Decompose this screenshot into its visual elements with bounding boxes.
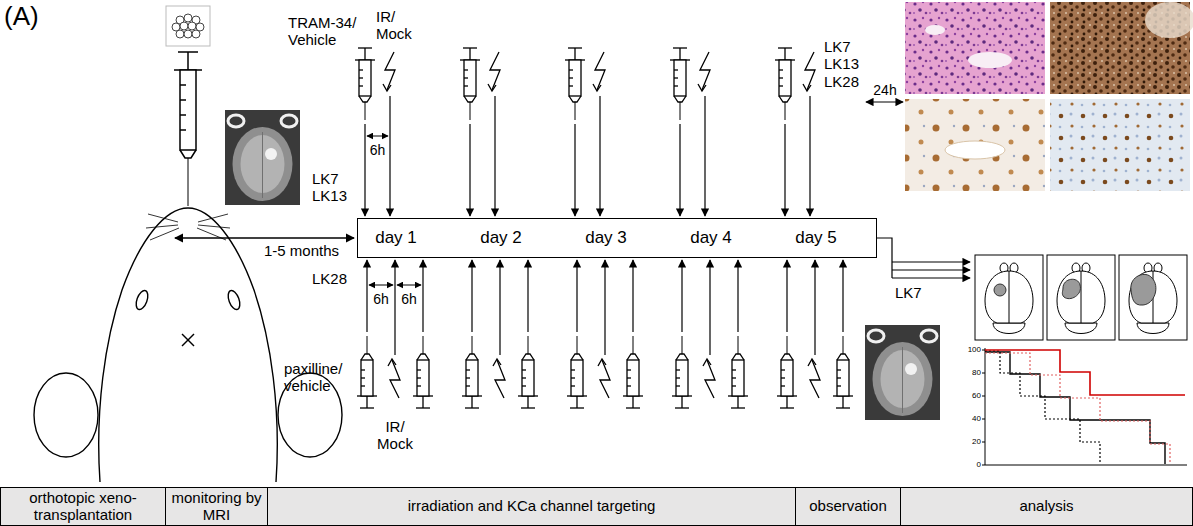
phase-cell: observation [795,487,901,526]
time-arrow [175,237,354,238]
axis-tick: 80 [972,368,981,377]
drug-label: paxilline/ vehicle [284,360,354,395]
mri-image [865,325,940,420]
time-label: 1-5 months [262,242,341,259]
phase-cell: irradiation and KCa channel targeting [267,487,796,526]
mri-image [225,110,300,205]
phase-cell: orthotopic xeno-transplantation [0,487,166,526]
phase-label: orthotopic xeno-transplantation [6,490,160,523]
mouse-head [34,208,342,482]
treatment-label: IR/ Mock [376,8,416,43]
time-label: 6h [401,291,417,307]
time-arrow [866,101,903,102]
axis-tick: 0 [977,460,981,469]
cell-cluster [166,6,210,46]
phase-cell: monitoring by MRI [165,487,268,526]
drug-label: TRAM-34/ Vehicle [288,14,360,49]
treatment-label: IR/ Mock [375,418,415,453]
time-label: 6h [370,142,386,158]
histology-images [905,2,1193,191]
treatment-arrows-top [355,48,815,216]
axis-tick: 20 [972,437,981,446]
survival-chart [982,348,1187,465]
phase-cell: analysis [900,487,1193,526]
injection-syringe [174,52,202,206]
timeline-box: day 1 day 2 day 3 day 4 day 5 [357,218,877,258]
treatment-arrows-bottom [357,260,853,408]
phase-label: monitoring by MRI [171,490,262,523]
cell-line-label: LK7 LK13 LK28 [824,38,866,90]
cell-line-label: LK7 LK13 [312,170,354,205]
time-label: 6h [373,291,389,307]
panel-letter: (A) [4,2,39,32]
day-label: day 2 [480,228,522,248]
observation-arrows [877,238,970,278]
time-label: 24h [873,82,896,98]
day-label: day 1 [375,228,417,248]
axis-tick: 60 [972,391,981,400]
cell-line-label: LK7 [895,284,922,301]
axis-tick: 40 [972,414,981,423]
day-label: day 3 [585,228,627,248]
brain-panels [975,255,1187,340]
phase-label: irradiation and KCa channel targeting [408,498,656,515]
phase-label: analysis [1019,498,1073,515]
day-label: day 5 [795,228,837,248]
axis-tick: 100 [968,345,981,354]
cell-line-label: LK28 [312,270,347,287]
phase-label: observation [809,498,887,515]
day-label: day 4 [690,228,732,248]
